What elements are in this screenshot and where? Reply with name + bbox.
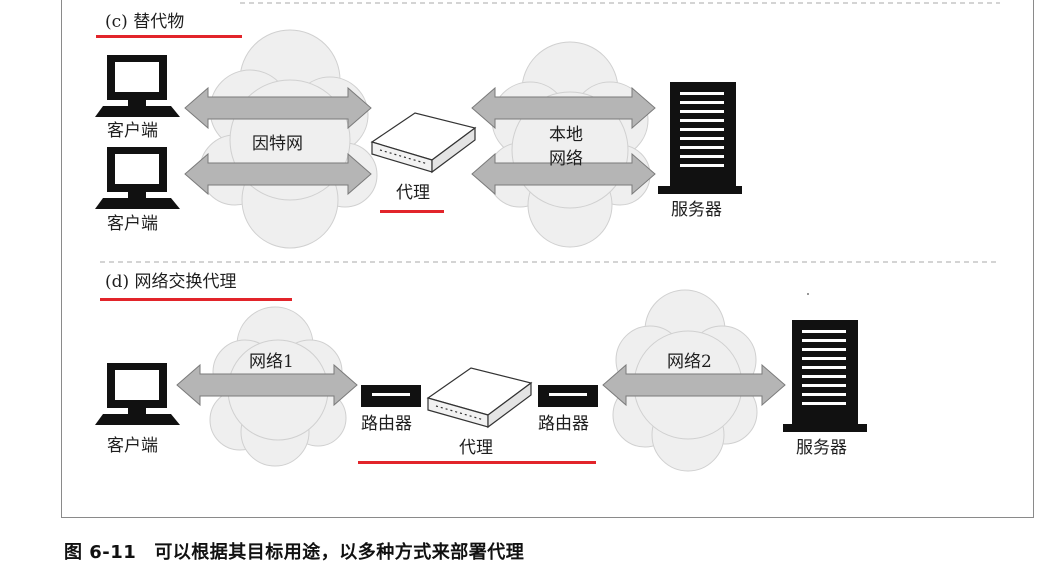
figure-number: 图 6-11: [64, 542, 137, 563]
client-computer-icon: [95, 55, 180, 117]
network2-label: 网络2: [667, 352, 712, 372]
internet-arrow-bottom: [184, 152, 372, 196]
client-label: 客户端: [107, 214, 158, 234]
proxy-device-icon: [426, 367, 533, 429]
server-label: 服务器: [796, 438, 847, 458]
section-d-title: (d) 网络交换代理: [105, 272, 237, 292]
scan-speck: [807, 293, 809, 295]
figure-caption-text: 可以根据其目标用途，以多种方式来部署代理: [154, 542, 525, 563]
section-c-title: (c) 替代物: [105, 12, 185, 32]
highlight-underline-c-title: [96, 35, 242, 38]
internet-label: 因特网: [252, 134, 303, 154]
proxy-device-icon: [370, 112, 477, 174]
figure-frame: [61, 0, 1034, 518]
highlight-underline-proxy-d: [358, 461, 596, 464]
server-icon: [658, 82, 742, 194]
server-icon: [783, 320, 867, 432]
local-network-label-line1: 本地: [549, 125, 583, 145]
router-right-label: 路由器: [538, 414, 589, 434]
local-network-label-line2: 网络: [549, 149, 583, 169]
local-arrow-top: [471, 86, 656, 130]
router-icon: [538, 385, 598, 407]
network2-cloud: [612, 289, 758, 472]
network1-label: 网络1: [249, 352, 294, 372]
client-computer-icon: [95, 147, 180, 209]
client-label: 客户端: [107, 436, 158, 456]
client-label: 客户端: [107, 121, 158, 141]
router-icon: [361, 385, 421, 407]
figure-caption: 图 6-11 可以根据其目标用途，以多种方式来部署代理: [64, 538, 524, 564]
client-computer-icon: [95, 363, 180, 425]
proxy-label: 代理: [459, 438, 493, 458]
server-label: 服务器: [671, 200, 722, 220]
local-arrow-bottom: [471, 152, 656, 196]
internet-arrow-top: [184, 86, 372, 130]
highlight-underline-proxy-c: [380, 210, 444, 213]
network2-arrow: [602, 363, 786, 407]
proxy-label: 代理: [396, 183, 430, 203]
network1-arrow: [176, 363, 358, 407]
highlight-underline-d-title: [100, 298, 292, 301]
router-left-label: 路由器: [361, 414, 412, 434]
